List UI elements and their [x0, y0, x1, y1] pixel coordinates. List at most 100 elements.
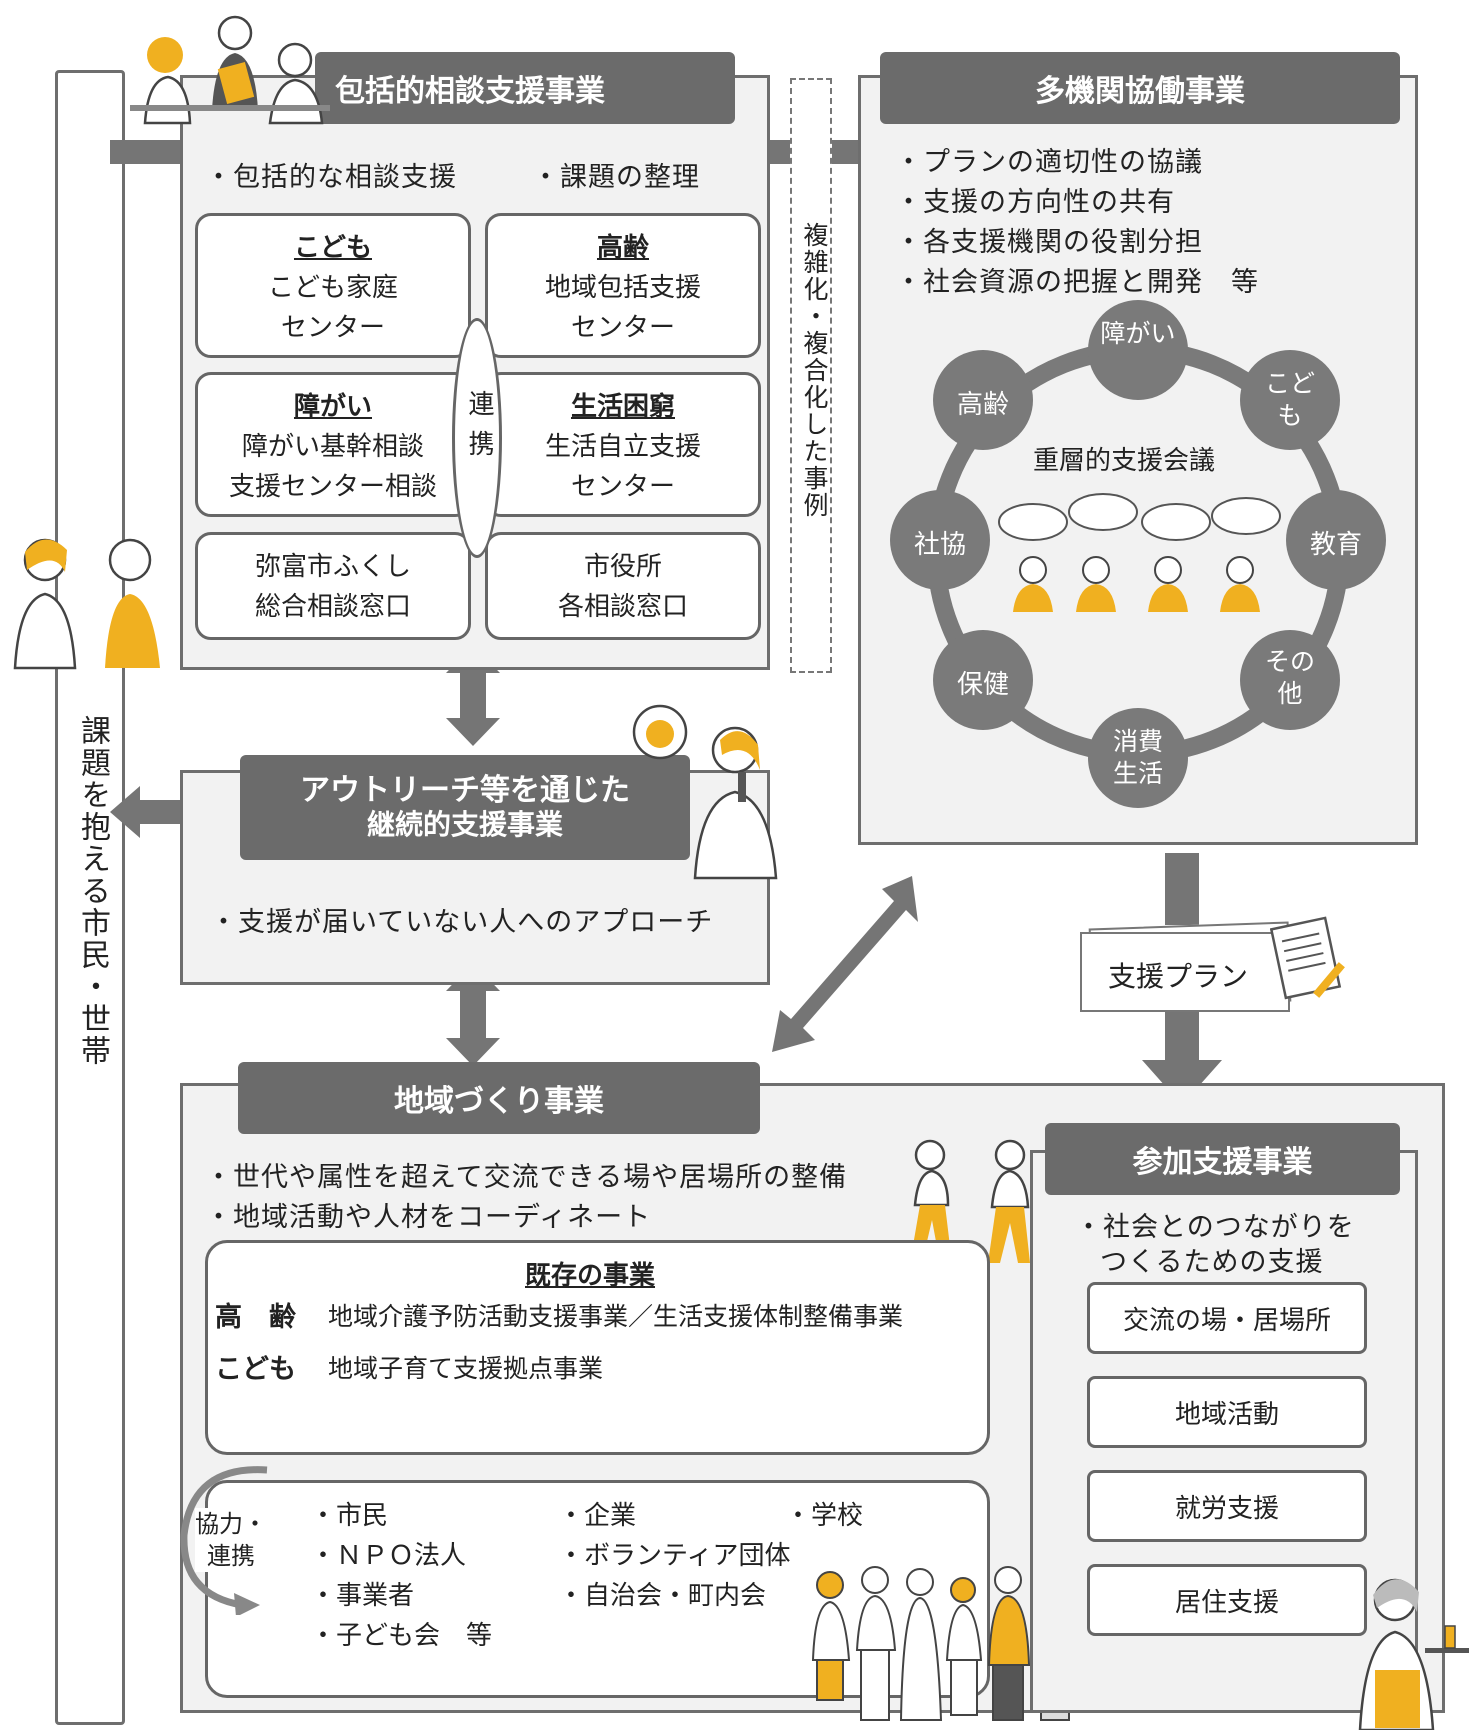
participation-item: 居住支援 [1087, 1564, 1367, 1636]
partners-col1: ・市民 ・ＮＰＯ法人 ・事業者 ・子ども会 等 [310, 1496, 492, 1656]
existing-row-text: 地域子育て支援拠点事業 [328, 1354, 604, 1383]
partner-item: ・ボランティア団体 [558, 1541, 791, 1571]
complex-case-box [790, 78, 832, 673]
meeting-ring [890, 300, 1386, 808]
support-plan-card [1080, 932, 1290, 1012]
consult-box-seikatsu: 生活困窮 生活自立支援 センター [485, 372, 761, 517]
multi-agency-bullet-1: ・プランの適切性の協議 [895, 147, 1203, 178]
consult-box-line: センター [570, 313, 675, 343]
node-circle-shakyou [890, 490, 990, 590]
cooperation-label: 協力・ 連携 [195, 1508, 267, 1572]
outreach-staff-illustration [632, 704, 778, 880]
node-circle-kodomo [1240, 350, 1340, 450]
consult-box-line: こども家庭 [267, 273, 398, 303]
consult-box-line: 地域包括支援 [544, 273, 701, 303]
multi-agency-bullet-4: ・社会資源の把握と開発 等 [895, 267, 1259, 298]
outreach-title: アウトリーチ等を通じた 継続的支援事業 [240, 755, 690, 860]
partner-item: ・企業 [558, 1501, 637, 1531]
participation-bullet-line1: ・社会とのつながりを [1075, 1212, 1355, 1243]
arrow-down-plan-top [1165, 853, 1199, 925]
consultation-title: 包括的相談支援事業 [315, 52, 735, 124]
cooperation-label-line2: 連携 [207, 1542, 255, 1570]
cooperation-label-line1: 協力・ [195, 1510, 267, 1538]
existing-row-text: 地域介護予防活動支援事業／生活支援体制整備事業 [328, 1302, 904, 1331]
consult-box-line: 市役所 [583, 552, 662, 582]
resident-label: 課題を抱える市民・世帯 [75, 715, 110, 1067]
partners-col2: ・企業 ・ボランティア団体 ・自治会・町内会 [558, 1496, 790, 1616]
consultation-bullet-1: ・包括的な相談支援 [205, 162, 457, 193]
consult-box-title: こども [293, 233, 372, 263]
meeting-label: 重層的支援会議 [1033, 446, 1216, 476]
arrow-down-participation [1142, 1012, 1222, 1105]
consult-box-line: 生活自立支援 [544, 432, 701, 462]
node-label-shougai: 障がい [1100, 319, 1176, 348]
arrow-double-outreach-community [446, 963, 500, 1066]
existing-row-label: 高 齢 [215, 1302, 296, 1333]
consult-box-line: センター [570, 472, 675, 502]
consult-box-shiyakusho: 市役所 各相談窓口 [485, 532, 761, 640]
participation-bullet-line2: つくるための支援 [1100, 1247, 1324, 1278]
multi-agency-title: 多機関協働事業 [880, 52, 1400, 124]
participation-item: 就労支援 [1087, 1470, 1367, 1542]
consult-box-kodomo: こども こども家庭 センター [195, 213, 471, 358]
consult-box-line: 障がい基幹相談 [241, 432, 424, 462]
existing-row-label: こども [215, 1354, 296, 1385]
outreach-title-line2: 継続的支援事業 [366, 807, 563, 841]
consult-box-line: 総合相談窓口 [254, 592, 411, 622]
resident-column [55, 70, 125, 1725]
participation-title: 参加支援事業 [1045, 1123, 1400, 1195]
consultation-people-illustration [130, 15, 330, 125]
node-label-kyouiku: 教育 [1309, 530, 1362, 560]
node-label-shouhi: 消費生活 [1112, 727, 1163, 788]
partner-item: ・学校 [785, 1501, 864, 1531]
participation-item: 地域活動 [1087, 1376, 1367, 1448]
consult-box-koureki: 高齢 地域包括支援 センター [485, 213, 761, 358]
partner-item: ・自治会・町内会 [558, 1581, 767, 1611]
consult-box-title: 障がい [293, 392, 372, 422]
partner-item: ・市民 [310, 1501, 389, 1531]
residents-illustration [13, 538, 160, 670]
node-circle-shouhi [1088, 708, 1188, 808]
node-circle-hoken [933, 630, 1033, 730]
consult-box-fukushi: 弥富市ふくし 総合相談窓口 [195, 532, 471, 640]
consultation-bullet-2: ・課題の整理 [532, 162, 700, 193]
participation-item: 交流の場・居場所 [1087, 1282, 1367, 1354]
waitress-illustration [1358, 1578, 1469, 1730]
partner-item: ・子ども会 等 [310, 1621, 493, 1651]
complex-case-label: 複雑化・複合化した事例 [800, 222, 829, 519]
consult-box-shougai: 障がい 障がい基幹相談 支援センター相談 [195, 372, 471, 517]
consult-box-line: センター [280, 313, 385, 343]
partner-item: ・事業者 [310, 1581, 415, 1611]
partners-box [205, 1480, 990, 1698]
link-label: 連携 [464, 390, 494, 470]
node-label-hoken: 保健 [956, 670, 1009, 700]
existing-projects-box [205, 1240, 990, 1455]
existing-projects-title: 既存の事業 [525, 1261, 656, 1291]
consult-box-title: 高齢 [596, 233, 649, 263]
multi-agency-bullet-2: ・支援の方向性の共有 [895, 187, 1175, 218]
community-bullet-2: ・地域活動や人材をコーディネート [205, 1202, 652, 1233]
support-plan-label: 支援プラン [1108, 960, 1249, 993]
node-label-sonota: その他 [1264, 647, 1315, 708]
consult-box-title: 生活困窮 [570, 392, 675, 422]
arrow-diagonal [772, 876, 918, 1052]
community-bullet-1: ・世代や属性を超えて交流できる場や居場所の整備 [205, 1162, 848, 1193]
consult-box-line: 各相談窓口 [557, 592, 688, 622]
walkers-illustration [910, 1139, 1030, 1263]
partners-col3: ・学校 [785, 1496, 863, 1536]
community-title: 地域づくり事業 [238, 1062, 760, 1134]
multi-agency-bullet-3: ・各支援機関の役割分担 [895, 227, 1203, 258]
node-label-kodomo: こども [1264, 369, 1315, 430]
consult-box-line: 弥富市ふくし [254, 552, 411, 582]
document-icon [1270, 916, 1345, 1000]
partner-item: ・ＮＰＯ法人 [310, 1541, 467, 1571]
arrow-double-consult-outreach [446, 645, 500, 746]
node-circle-koureki [933, 350, 1033, 450]
link-oval [452, 318, 502, 558]
node-label-koureki: 高齢 [956, 390, 1009, 420]
outreach-bullet: ・支援が届いていない人へのアプローチ [210, 907, 714, 938]
node-circle-kyouiku [1286, 490, 1386, 590]
node-circle-sonota [1240, 630, 1340, 730]
consult-box-line: 支援センター相談 [228, 472, 437, 502]
node-label-shakyou: 社協 [913, 530, 966, 560]
